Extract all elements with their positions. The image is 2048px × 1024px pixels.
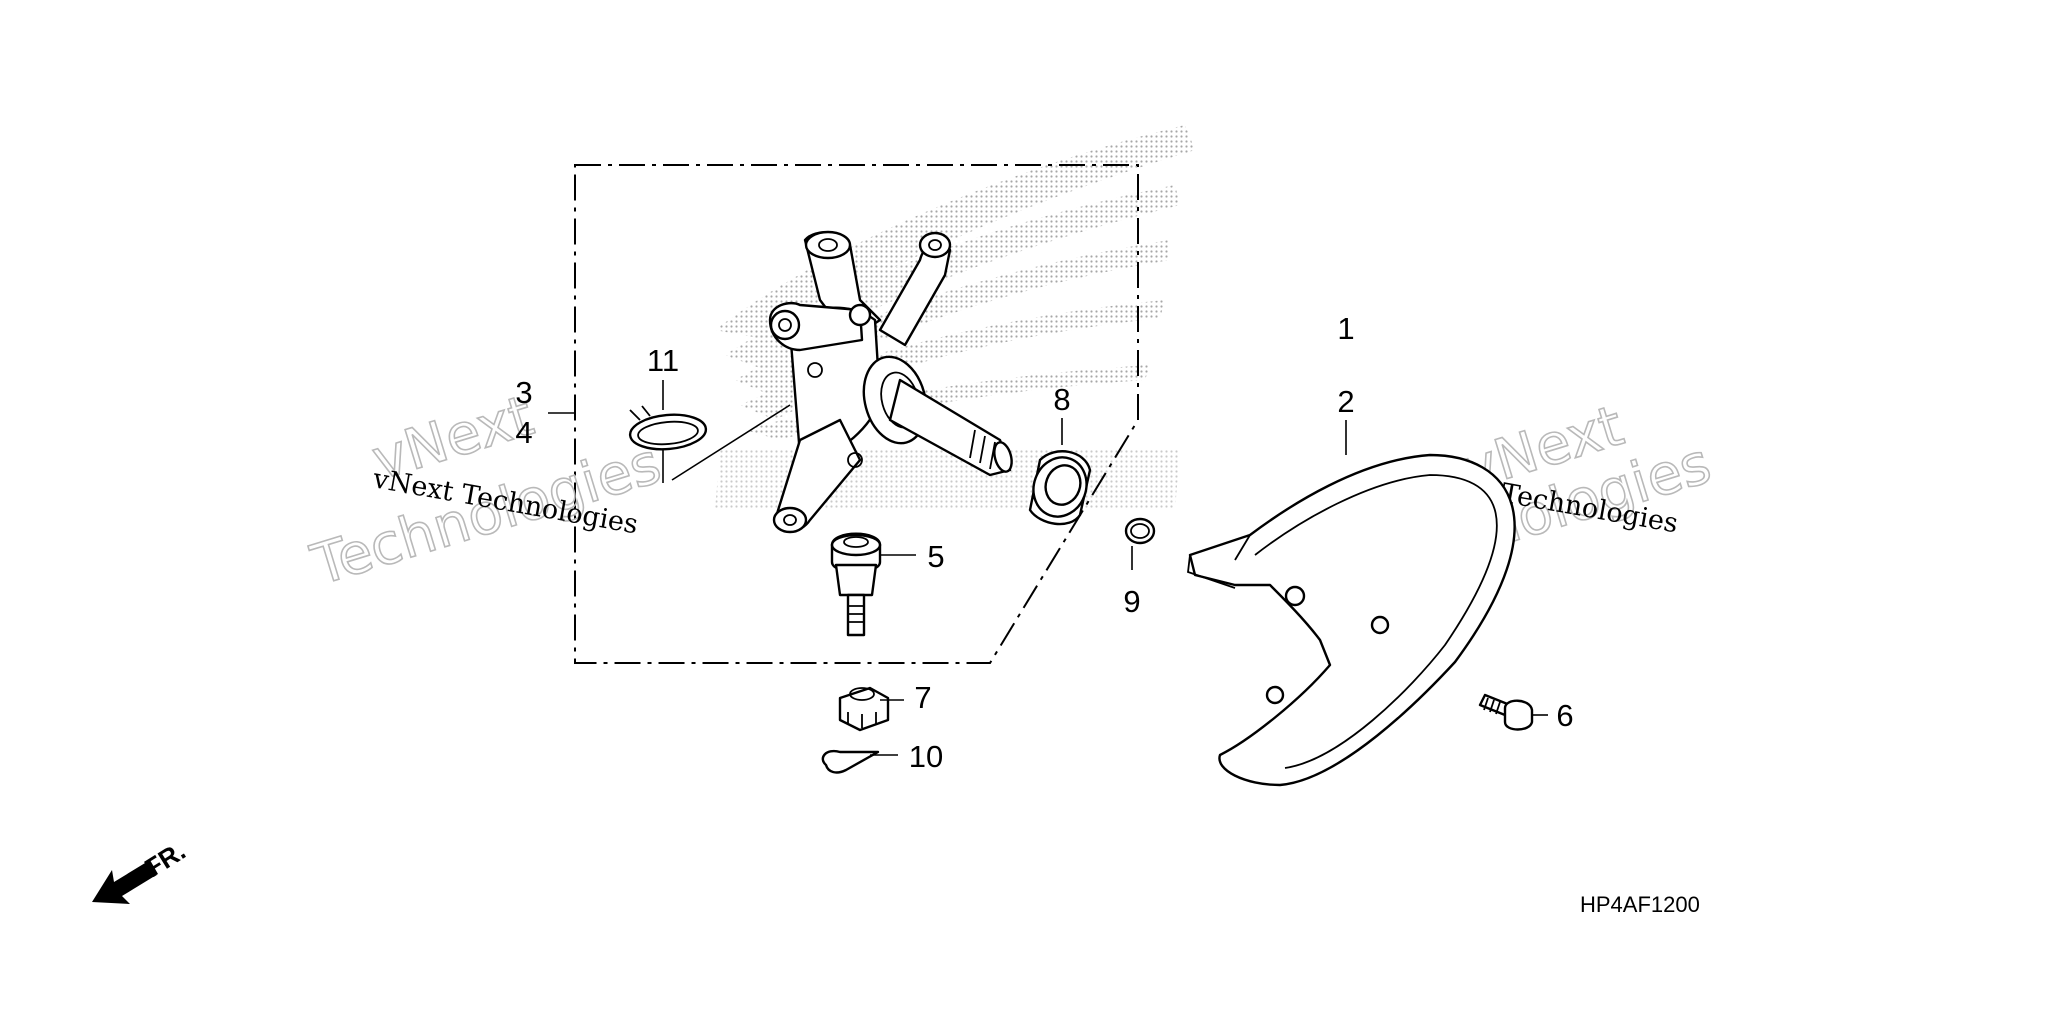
front-arrow-icon: FR. [92,835,191,904]
callout-4: 4 [515,415,532,450]
callout-1: 1 [1337,311,1354,346]
knuckle-part [768,230,1013,534]
callout-8: 8 [1053,382,1070,417]
callout-7: 7 [914,680,931,715]
diagram-code: HP4AF1200 [1580,892,1700,917]
bolt-part [1478,693,1534,731]
callout-6: 6 [1556,698,1573,733]
disc-cover-part [1187,453,1516,787]
watermark-left: vNext Technologies vNext Technologies [303,383,669,600]
circlip-part [628,405,708,451]
assembly-boundary [574,164,1139,664]
callout-9: 9 [1123,584,1140,619]
ball-joint-part [830,532,882,637]
callout-2: 2 [1337,384,1354,419]
callout-10: 10 [909,739,943,774]
o-ring-part [1124,517,1156,545]
cotter-pin-part [821,749,880,774]
leader-lines [548,380,1548,756]
callout-3: 3 [515,375,532,410]
callout-5: 5 [927,539,944,574]
castle-nut-part [838,686,890,732]
callout-11: 11 [647,343,679,378]
dust-seal-part [1028,450,1092,526]
